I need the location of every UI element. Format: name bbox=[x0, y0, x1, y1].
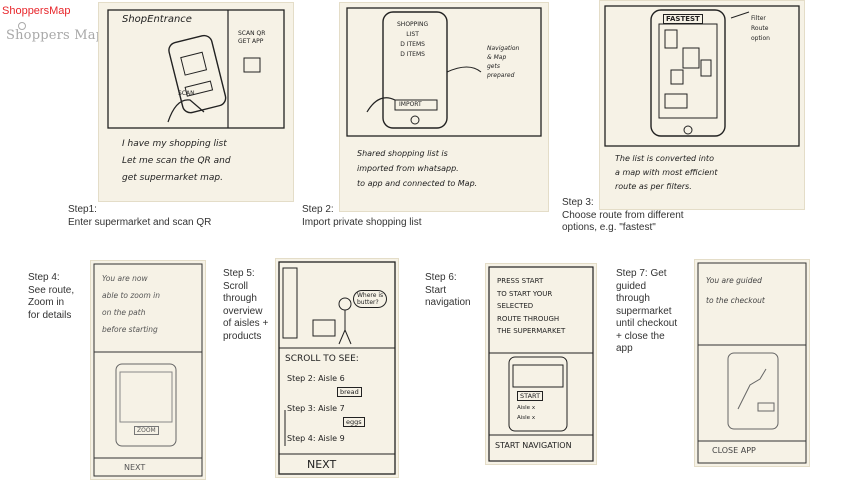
logo-mark bbox=[18, 22, 26, 30]
step3-caption: Step 3: Choose route from different opti… bbox=[562, 197, 684, 233]
app-title: ShoppersMap bbox=[2, 5, 71, 17]
step4-caption: Step 4: See route, Zoom in for details bbox=[28, 272, 75, 321]
sketch1-note: I have my shopping list Let me scan the … bbox=[122, 139, 231, 183]
step1-caption: Step1: Enter supermarket and scan QR bbox=[68, 204, 212, 228]
sketch-step6-drawing bbox=[488, 266, 594, 462]
sketch-step3: FASTEST Filter Route option The list is … bbox=[599, 0, 805, 210]
sketch-step7: You are guided to the checkout CLOSE APP bbox=[694, 259, 810, 467]
sketch-step4-drawing bbox=[93, 263, 203, 477]
sketch-step5: Where is butter? SCROLL TO SEE: Step 2: … bbox=[275, 258, 399, 478]
sketch2-note: Shared shopping list is imported from wh… bbox=[357, 149, 478, 188]
sketch5-tag: bread bbox=[337, 387, 362, 397]
sketch-step5-drawing bbox=[278, 261, 396, 475]
sketch6-aisle-line: Aisle x bbox=[517, 415, 536, 421]
step5-caption: Step 5: Scroll through overview of aisle… bbox=[223, 268, 269, 342]
step2-caption: Step 2: Import private shopping list bbox=[302, 204, 422, 228]
sketch6-instructions: PRESS START TO START YOUR SELECTED ROUTE… bbox=[497, 277, 566, 335]
sketch-step4: You are now able to zoom in on the path … bbox=[90, 260, 206, 480]
sketch1-header: ShopEntrance bbox=[122, 14, 192, 25]
sketch4-note: You are now able to zoom in on the path … bbox=[102, 274, 160, 334]
sketch2-side-note: Navigation & Map gets prepared bbox=[487, 45, 520, 79]
sketch5-speech-bubble: Where is butter? bbox=[353, 290, 388, 308]
sketch6-aisle-line: Aisle x bbox=[517, 405, 536, 411]
step7-caption: Step 7: Get guided through supermarket u… bbox=[616, 268, 678, 354]
sketch-step2-drawing bbox=[346, 7, 542, 137]
sketch1-scan-label: SCAN bbox=[178, 90, 195, 97]
sketch5-aisle-item: Step 3: Aisle 7 bbox=[287, 404, 345, 413]
sketch7-close-button: CLOSE APP bbox=[712, 446, 756, 455]
sketch5-aisle-item: Step 4: Aisle 9 bbox=[287, 434, 345, 443]
sketch5-aisle-item: Step 2: Aisle 6 bbox=[287, 374, 345, 383]
step6-caption: Step 6: Start navigation bbox=[425, 272, 471, 308]
sketch6-start-navigation: START NAVIGATION bbox=[495, 441, 572, 450]
sketch5-next-button: NEXT bbox=[307, 458, 337, 471]
logo-text: Shoppers Map bbox=[6, 28, 105, 43]
sketch2-import-button: IMPORT bbox=[399, 101, 422, 108]
sketch4-next-button: NEXT bbox=[124, 463, 146, 472]
sketch-step2: SHOPPING LIST D ITEMS D ITEMS IMPORT Nav… bbox=[339, 2, 549, 212]
sketch-step1-drawing bbox=[107, 9, 285, 129]
sketch2-list: SHOPPING LIST D ITEMS D ITEMS bbox=[397, 21, 429, 58]
sketch1-side-note: SCAN QR GET APP bbox=[238, 30, 266, 45]
sketch-step3-drawing bbox=[604, 5, 800, 147]
sketch4-zoom-button: ZOOM bbox=[134, 426, 159, 435]
sketch6-start-button: START bbox=[517, 391, 544, 401]
sketch7-note: You are guided to the checkout bbox=[706, 276, 765, 305]
sketch3-side-note: Filter Route option bbox=[751, 15, 770, 42]
sketch3-fastest-dropdown: FASTEST bbox=[663, 14, 703, 24]
sketch-step1: ShopEntrance SCAN SCAN QR GET APP I have… bbox=[98, 2, 294, 202]
sketch5-scroll-title: SCROLL TO SEE: bbox=[285, 354, 359, 364]
sketch5-tag: eggs bbox=[343, 417, 365, 427]
sketch-step7-drawing bbox=[697, 262, 807, 464]
sketch-step6: PRESS START TO START YOUR SELECTED ROUTE… bbox=[485, 263, 597, 465]
sketch3-note: The list is converted into a map with mo… bbox=[615, 154, 718, 191]
